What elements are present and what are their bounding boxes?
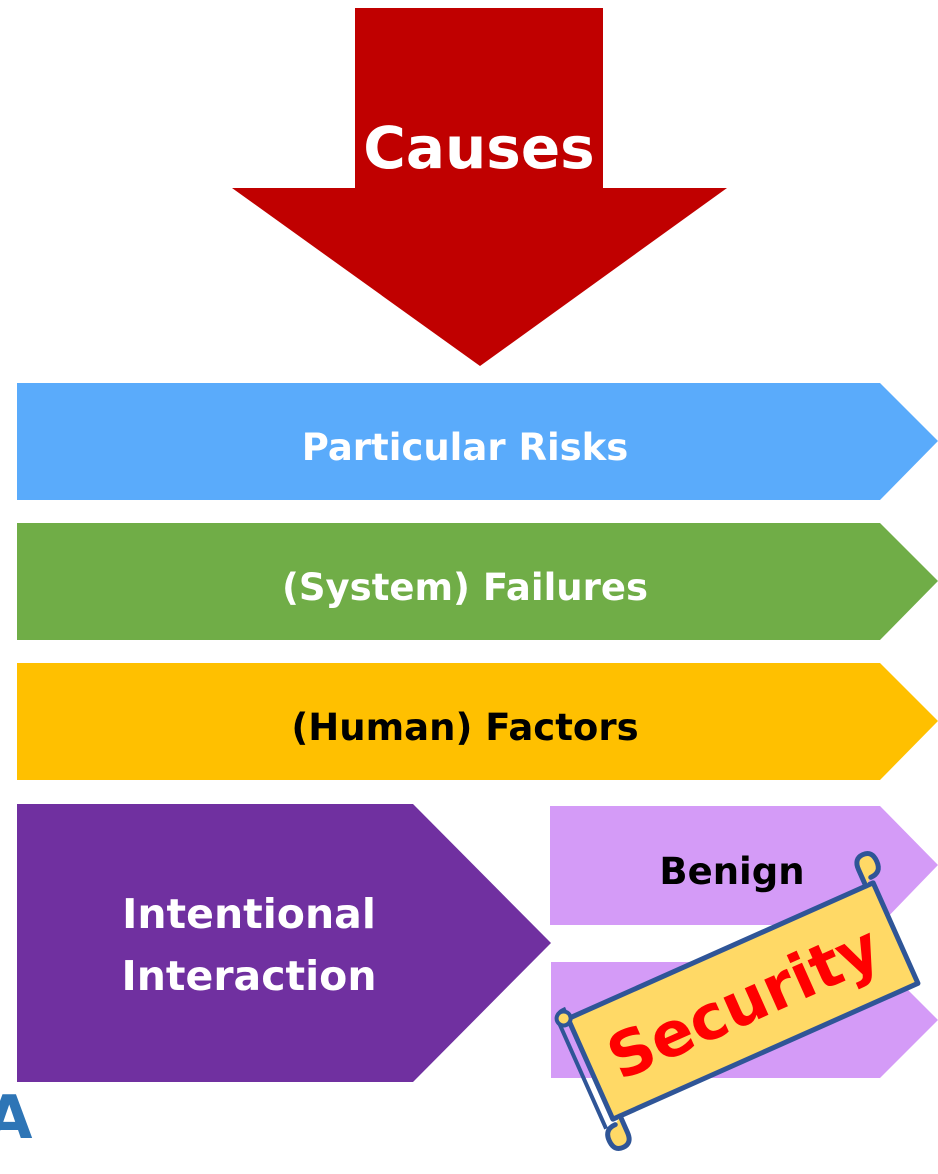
band-particular-risks-shape	[17, 383, 938, 500]
band-system-failures-label: (System) Failures	[282, 566, 648, 609]
band-system-failures-shape	[17, 523, 938, 640]
scroll-curl-right-icon	[854, 851, 881, 889]
band-human-factors: (Human) Factors	[17, 663, 938, 780]
causes-arrow-shape	[232, 8, 727, 366]
scroll-knob-left-icon	[554, 1009, 573, 1028]
sub-band-benign-label: Benign	[659, 850, 804, 893]
intentional-label-line2: Interaction	[121, 952, 376, 1000]
intentional-label-line1: Intentional	[122, 890, 376, 938]
scroll-curl-left-icon	[605, 1113, 632, 1151]
causes-arrow: Causes	[232, 8, 727, 366]
scroll-roll-right-icon	[871, 882, 920, 985]
intentional-interaction-block: Intentional Interaction	[17, 804, 551, 1082]
corner-logo: A	[0, 1083, 33, 1153]
causes-label: Causes	[363, 114, 594, 182]
band-particular-risks-label: Particular Risks	[302, 426, 629, 469]
band-human-factors-label: (Human) Factors	[291, 706, 638, 749]
band-particular-risks: Particular Risks	[17, 383, 938, 500]
band-human-factors-shape	[17, 663, 938, 780]
band-system-failures: (System) Failures	[17, 523, 938, 640]
intentional-interaction-shape	[17, 804, 551, 1082]
